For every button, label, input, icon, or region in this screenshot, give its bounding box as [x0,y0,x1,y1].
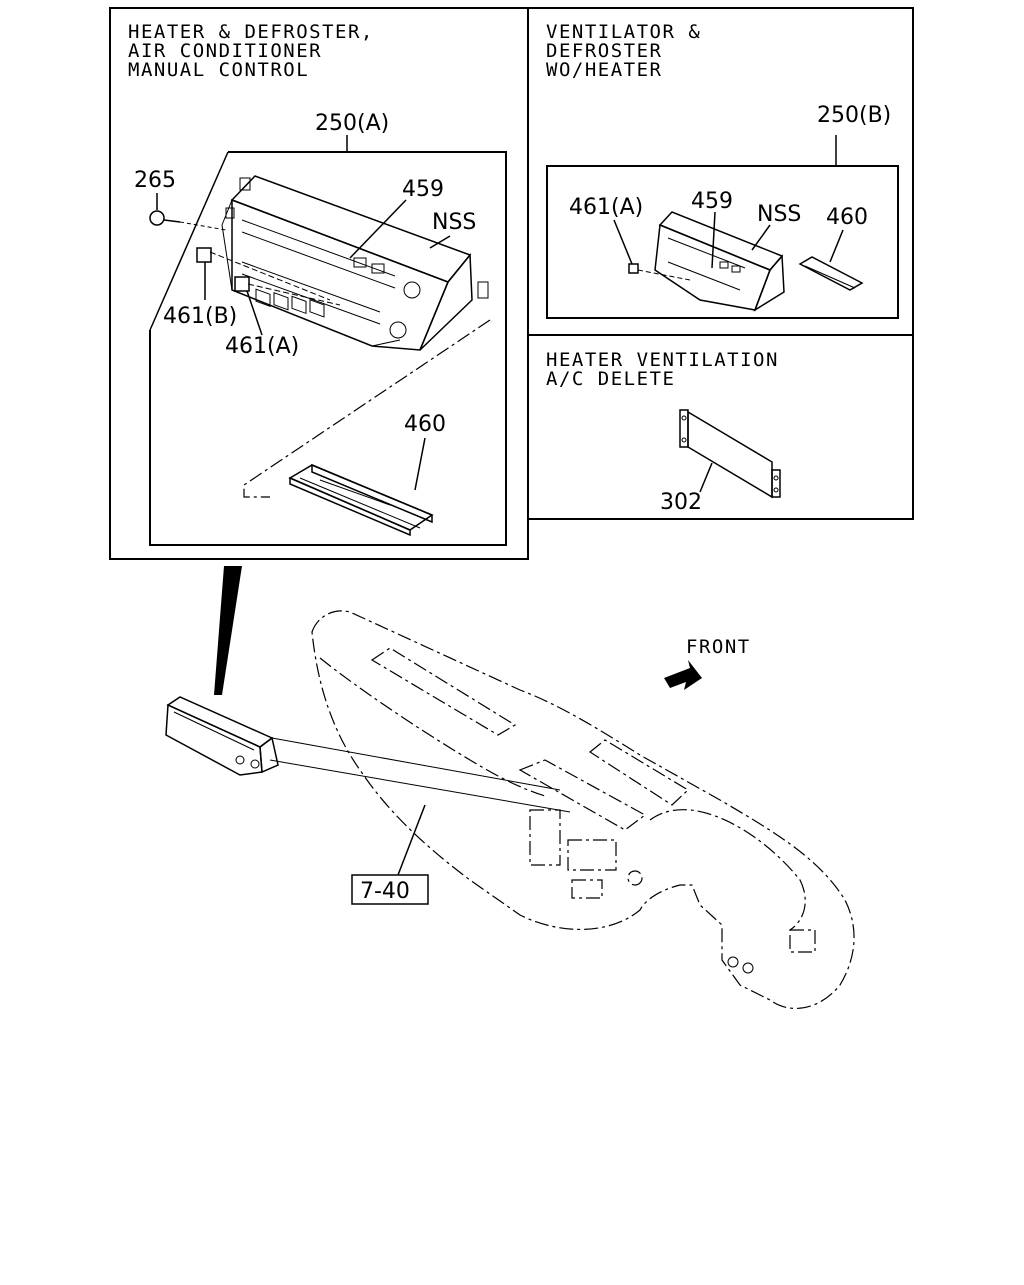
panel-ventilator: VENTILATOR & DEFROSTER WO/HEATER 250(B) … [546,21,899,319]
callout-461a: 461(A) [225,334,299,359]
screw-265 [149,210,227,231]
detail-box-frame [149,151,507,546]
harness-460 [288,463,434,537]
removed-control-unit [165,696,279,776]
dashboard-center-stack [518,759,647,831]
panel-ac-delete: HEATER VENTILATION A/C DELETE 302 [546,349,781,515]
dashboard-lower-cutout [571,879,603,899]
bulb-461a [234,276,250,292]
panel-heater-ac-frame [109,7,529,560]
panel-heater-ac-title-line-1: HEATER & DEFROSTER, [128,21,374,43]
panel-heater-ac: HEATER & DEFROSTER, AIR CONDITIONER MANU… [128,21,507,546]
vent-callout-459: 459 [691,189,733,214]
reference-box [351,874,429,905]
panel-ventilator-title-line-2: DEFROSTER [546,40,662,62]
panel-ac-delete-title-line-2: A/C DELETE [546,368,675,390]
dashboard-knob [627,870,643,886]
vent-harness-460 [798,256,864,291]
callout-250a: 250(A) [315,111,389,136]
dashboard-vent-slot [370,647,517,736]
vent-bulb-461a [628,263,639,274]
vent-callout-nss: NSS [757,202,801,227]
control-unit-drawing [221,175,489,351]
panel-ventilator-title-line-1: VENTILATOR & [546,21,701,43]
callout-250b: 250(B) [817,103,891,128]
pointer-wedge [214,566,242,695]
callout-nss: NSS [432,210,476,235]
dashboard-illustration: FRONT 7-40 [165,566,855,1009]
dashboard-right-vent [789,929,816,953]
dashboard-top-vent [588,739,689,806]
panel-ac-delete-title-line-1: HEATER VENTILATION [546,349,779,371]
callout-460: 460 [404,412,446,437]
panel-ac-delete-frame [527,334,914,520]
vent-callout-460: 460 [826,205,868,230]
callout-459: 459 [402,177,444,202]
dashboard-outline [311,610,855,1009]
vent-callout-461a: 461(A) [569,195,643,220]
callout-461b: 461(B) [163,304,237,329]
dashboard-left-cutout [529,809,561,866]
bulb-461b [196,247,212,263]
ventilator-detail-box [546,165,899,319]
front-label: FRONT [686,636,751,658]
reference-label: 7-40 [360,879,410,904]
dashboard-radio-cutout [567,839,617,871]
callout-265: 265 [134,168,176,193]
panel-heater-ac-title-line-2: AIR CONDITIONER [128,40,322,62]
dashboard-cluster-hood [649,809,806,931]
callout-302: 302 [660,490,702,515]
ventilator-unit-drawing [654,211,785,312]
cover-plate-302 [679,409,781,499]
panel-ventilator-title-line-3: WO/HEATER [546,59,662,81]
front-arrow-icon [664,660,702,690]
dashboard-upper-edge [319,657,546,797]
panel-heater-ac-title-line-3: MANUAL CONTROL [128,59,309,81]
